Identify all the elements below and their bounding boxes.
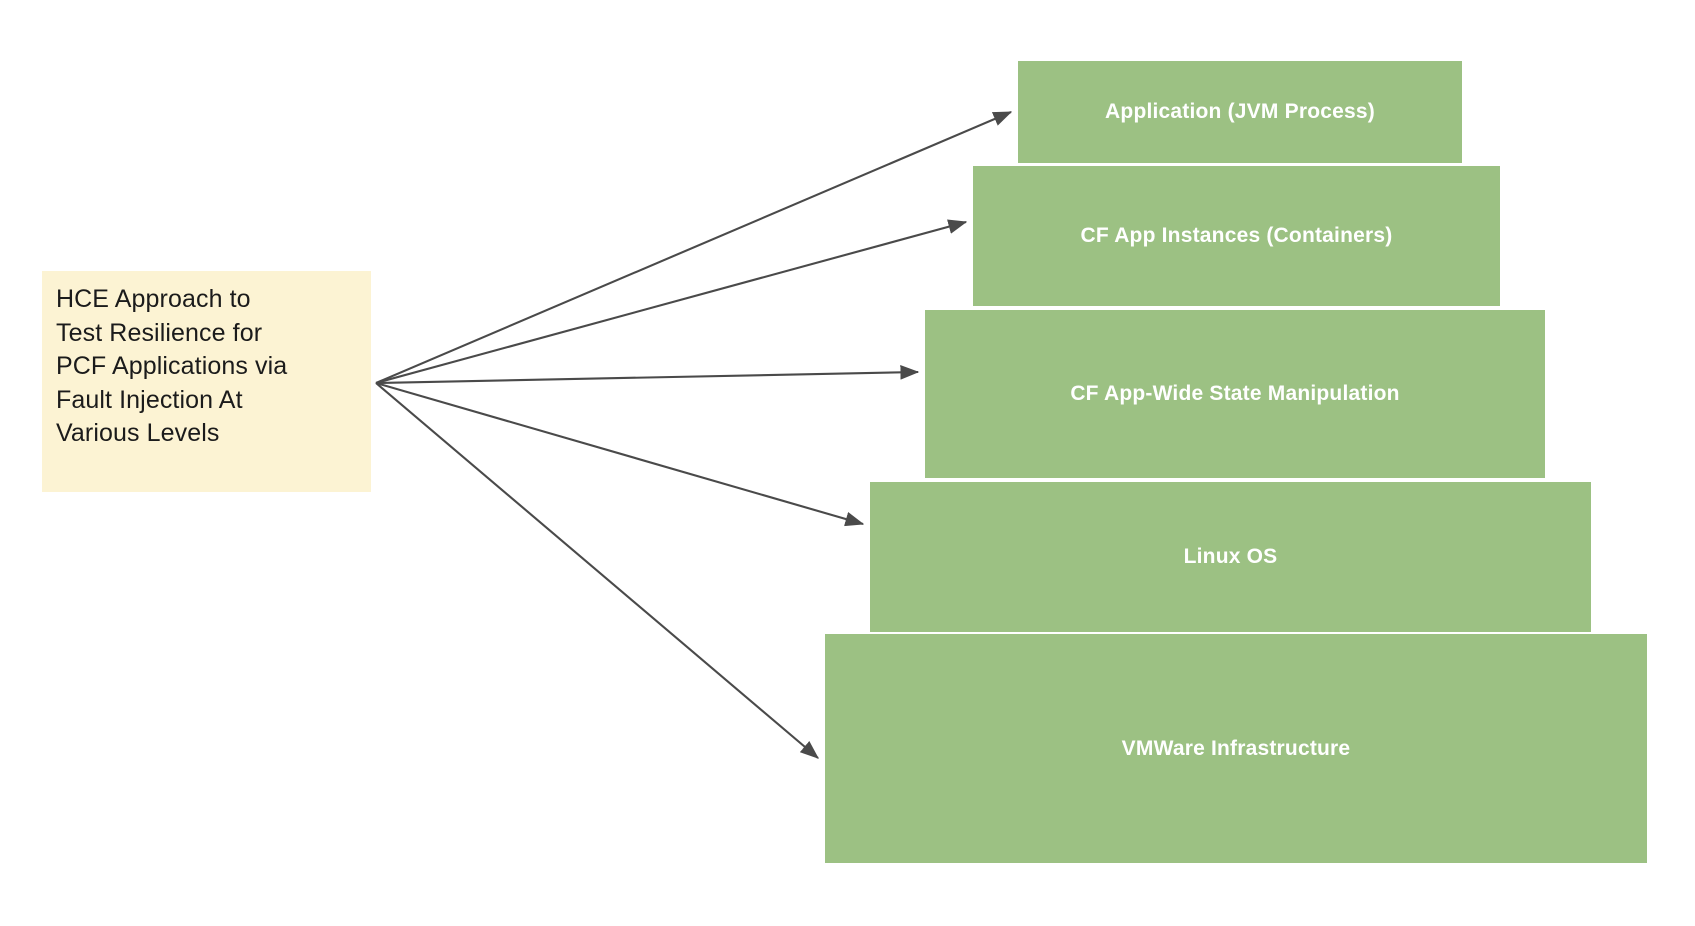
connector-to-application — [375, 111, 1013, 384]
layer-node-label: Linux OS — [1183, 545, 1278, 568]
source-node-hce-approach[interactable]: HCE Approach to Test Resilience for PCF … — [42, 271, 371, 492]
layer-node-cf-app-wide-state-manipulation[interactable]: CF App-Wide State Manipulation — [925, 310, 1545, 478]
source-node-label: HCE Approach to Test Resilience for PCF … — [56, 285, 288, 447]
layer-node-label: Application (JVM Process) — [1105, 100, 1375, 123]
layer-node-label: VMWare Infrastructure — [1121, 736, 1351, 760]
connector-to-cf-app-wide-state — [375, 365, 920, 385]
layer-node-cf-app-instances-containers[interactable]: CF App Instances (Containers) — [973, 166, 1500, 306]
layer-node-label: CF App-Wide State Manipulation — [1070, 382, 1400, 405]
layer-node-application-jvm-process[interactable]: Application (JVM Process) — [1018, 61, 1462, 163]
connector-to-linux-os — [375, 381, 865, 527]
layer-node-linux-os[interactable]: Linux OS — [870, 482, 1591, 632]
connector-to-cf-app-instances — [375, 219, 968, 385]
connector-to-vmware-infrastructure — [375, 382, 819, 759]
layer-node-label: CF App Instances (Containers) — [1080, 224, 1393, 247]
layer-node-vmware-infrastructure[interactable]: VMWare Infrastructure — [825, 634, 1647, 863]
